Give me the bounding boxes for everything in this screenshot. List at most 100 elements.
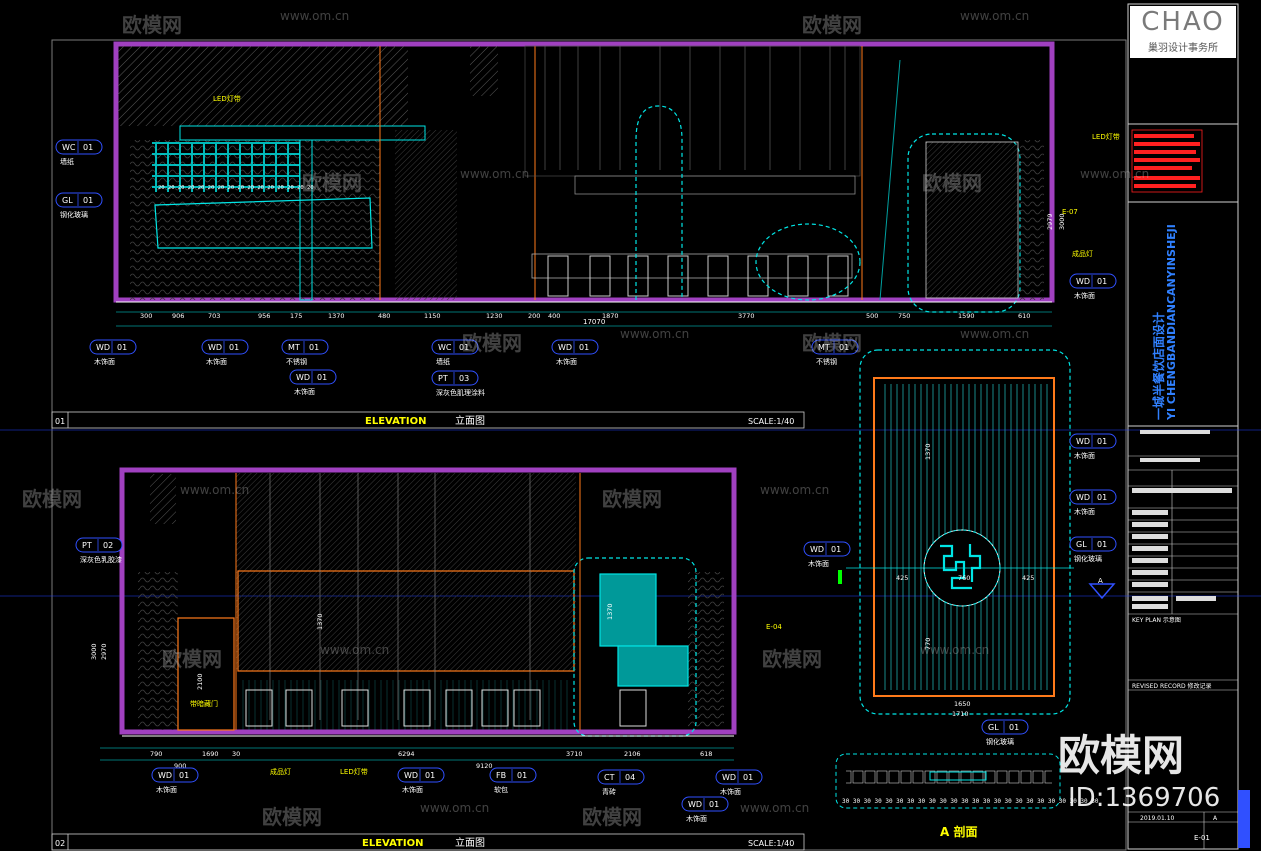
watermark-text: 欧模网 bbox=[162, 647, 222, 671]
watermark-url: www.om.cn bbox=[960, 327, 1029, 341]
section-a: A bbox=[835, 349, 1116, 809]
top-dimension: 1370 bbox=[328, 312, 345, 320]
svg-text:E-04: E-04 bbox=[766, 623, 782, 631]
top-dimension: 703 bbox=[208, 312, 220, 320]
callout-note: 木饰面 bbox=[294, 387, 315, 396]
title-block bbox=[1128, 6, 1250, 849]
callout-number: 03 bbox=[459, 374, 469, 383]
callout-note: 木饰面 bbox=[156, 785, 177, 794]
view-02-scale: SCALE:1/40 bbox=[748, 839, 794, 848]
view-02-number: 02 bbox=[55, 839, 65, 848]
callout-code: WD bbox=[688, 800, 702, 809]
section-dimension: 425 bbox=[896, 574, 908, 582]
callout-note: 木饰面 bbox=[808, 559, 829, 568]
callout-code: WD bbox=[158, 771, 172, 780]
callout-number: 01 bbox=[579, 343, 589, 352]
callout-note: 木饰面 bbox=[1074, 507, 1095, 516]
callout-code: WD bbox=[810, 545, 824, 554]
view-01-number: 01 bbox=[55, 417, 65, 426]
revised-record-label: REVISED RECORD 修改记录 bbox=[1132, 682, 1212, 690]
callout-number: 01 bbox=[317, 373, 327, 382]
callout-code: WD bbox=[1076, 277, 1090, 286]
watermark-text: 欧模网 bbox=[22, 487, 82, 511]
watermark-text: 欧模网 bbox=[922, 171, 982, 195]
section-strip-numbers: 30 30 30 30 30 30 30 30 30 30 30 30 30 3… bbox=[842, 798, 1099, 805]
watermark-url: www.om.cn bbox=[1080, 167, 1149, 181]
bottom-dimension: 6294 bbox=[398, 750, 415, 758]
callout-code: WD bbox=[404, 771, 418, 780]
top-vertical-dimension: 2979 bbox=[1046, 213, 1054, 230]
top-dimension: 906 bbox=[172, 312, 184, 320]
callout-note: 青砖 bbox=[602, 787, 616, 796]
callout-note: 木饰面 bbox=[1074, 291, 1095, 300]
top-total-dimension: 17070 bbox=[583, 318, 605, 326]
top-dimension: 200 bbox=[528, 312, 540, 320]
sheet-date: 2019.01.10 bbox=[1140, 815, 1175, 822]
callout-code: GL bbox=[62, 196, 73, 205]
view-01-label-cn: 立面图 bbox=[455, 414, 485, 427]
watermark: 欧模网 www.om.cn bbox=[922, 167, 1149, 195]
callout-code: WD bbox=[208, 343, 222, 352]
callout-code: PT bbox=[82, 541, 92, 550]
section-dimension: 1710 bbox=[952, 710, 969, 718]
callout-number: 04 bbox=[625, 773, 635, 782]
watermark-url: www.om.cn bbox=[960, 9, 1029, 23]
sheet-frame bbox=[0, 3, 1261, 851]
watermark-url: www.om.cn bbox=[180, 483, 249, 497]
logo-subtitle: 巢羽设计事务所 bbox=[1148, 41, 1218, 54]
view-01-label-en: ELEVATION bbox=[365, 416, 426, 427]
callout-code: WC bbox=[438, 343, 452, 352]
callout-code: WC bbox=[62, 143, 76, 152]
top-dimension: 1150 bbox=[424, 312, 441, 320]
callout-code: WD bbox=[296, 373, 310, 382]
bottom-vertical-dimension: 2970 bbox=[100, 643, 108, 660]
callout-number: 01 bbox=[743, 773, 753, 782]
bottom-dimension: 790 bbox=[150, 750, 162, 758]
bottom-vertical-dimension: 3000 bbox=[90, 643, 98, 660]
top-dimension: 400 bbox=[548, 312, 560, 320]
svg-text:E-07: E-07 bbox=[1062, 208, 1078, 216]
callout-code: MT bbox=[818, 343, 830, 352]
callout-number: 01 bbox=[831, 545, 841, 554]
top-dimension: 1230 bbox=[486, 312, 503, 320]
callout-note: 钢化玻璃 bbox=[1074, 554, 1102, 563]
callout-note: 木饰面 bbox=[1074, 451, 1095, 460]
watermark-text: 欧模网 bbox=[582, 805, 642, 829]
section-dimension: 760 bbox=[958, 574, 970, 582]
svg-text:A: A bbox=[1098, 577, 1103, 585]
watermark-url: www.om.cn bbox=[740, 801, 809, 815]
callout-code: PT bbox=[438, 374, 448, 383]
watermark-url: www.om.cn bbox=[760, 483, 829, 497]
callout-number: 01 bbox=[459, 343, 469, 352]
callout-note: 木饰面 bbox=[686, 814, 707, 823]
section-dimension: 1370 bbox=[924, 443, 932, 460]
top-dimension: 1870 bbox=[602, 312, 619, 320]
view-01-scale: SCALE:1/40 bbox=[748, 417, 794, 426]
material-callout: WC 01 墙纸 bbox=[431, 339, 479, 366]
svg-text:成品灯: 成品灯 bbox=[270, 767, 291, 776]
brand-watermark-large: 欧模网 bbox=[1058, 731, 1184, 780]
callout-number: 01 bbox=[709, 800, 719, 809]
watermark-url: www.om.cn bbox=[920, 643, 989, 657]
drawing-text-layer: CHAO 巢羽设计事务所 YI CHENGBANDIANCANYINSHEJI … bbox=[55, 7, 1223, 849]
callout-code: WD bbox=[1076, 437, 1090, 446]
bottom-elevation: E-04 带暗藏门 成品灯 LED灯带 bbox=[100, 467, 782, 776]
callout-note: 墙纸 bbox=[436, 357, 450, 366]
watermark-text: 欧模网 bbox=[302, 171, 362, 195]
